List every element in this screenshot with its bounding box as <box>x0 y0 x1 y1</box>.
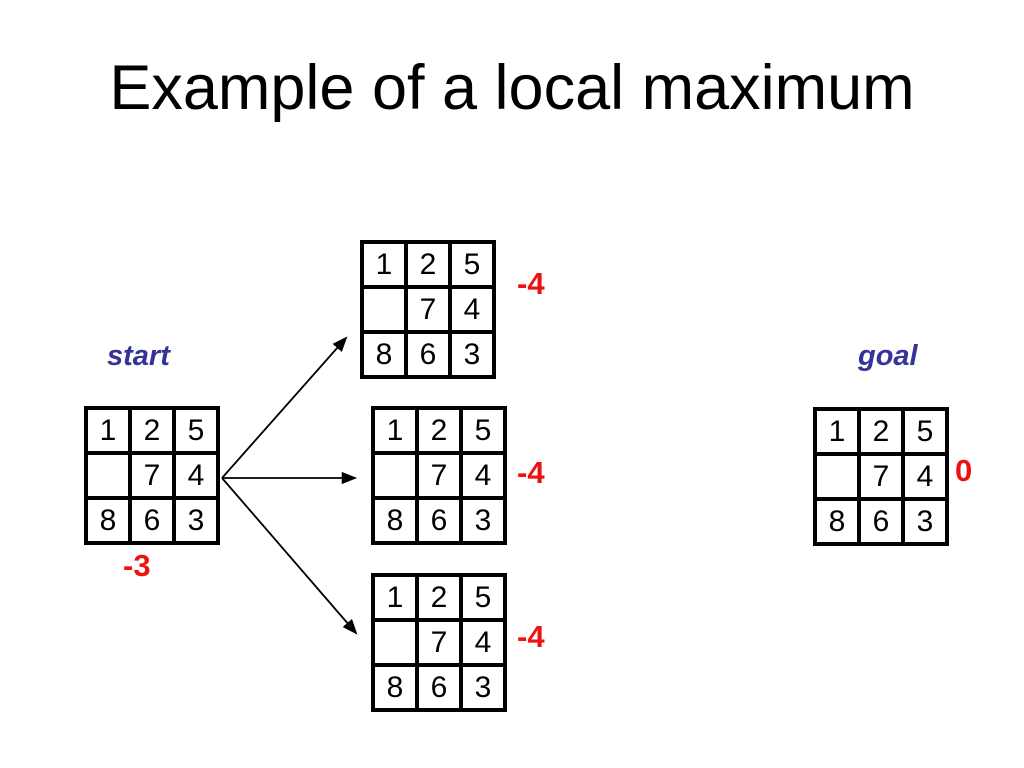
grid-cell: 4 <box>172 451 220 500</box>
arrow-to-top-successor <box>221 336 348 479</box>
goal-label: goal <box>858 340 918 372</box>
grid-cell: 3 <box>448 330 496 379</box>
grid-cell: 1 <box>371 406 419 455</box>
grid-cell <box>813 452 861 501</box>
grid-cell: 7 <box>857 452 905 501</box>
grid-cell: 5 <box>459 406 507 455</box>
grid-cell: 8 <box>84 496 132 545</box>
grid-cell: 1 <box>813 407 861 456</box>
grid-cell: 5 <box>172 406 220 455</box>
grid-cell: 1 <box>371 573 419 622</box>
grid-cell: 8 <box>813 497 861 546</box>
grid-cell: 6 <box>404 330 452 379</box>
grid-cell: 1 <box>360 240 408 289</box>
grid-cell: 2 <box>857 407 905 456</box>
grid-cell <box>360 285 408 334</box>
grid-cell: 4 <box>459 451 507 500</box>
grid-cell: 6 <box>415 496 463 545</box>
goal-score: 0 <box>955 453 973 488</box>
grid-cell: 4 <box>448 285 496 334</box>
grid-cell <box>371 451 419 500</box>
start-label: start <box>107 340 170 372</box>
grid-cell: 1 <box>84 406 132 455</box>
grid-cell: 7 <box>415 618 463 667</box>
grid-cell: 6 <box>857 497 905 546</box>
grid-cell: 6 <box>128 496 176 545</box>
grid-cell: 6 <box>415 663 463 712</box>
grid-cell: 7 <box>128 451 176 500</box>
successor-middle-score: -4 <box>517 455 545 490</box>
grid-cell: 4 <box>459 618 507 667</box>
grid-cell: 3 <box>901 497 949 546</box>
arrow-to-bottom-successor <box>221 477 358 635</box>
start-score: -3 <box>123 548 151 583</box>
grid-cell: 5 <box>448 240 496 289</box>
grid-cell: 3 <box>172 496 220 545</box>
successor-bottom-score: -4 <box>517 619 545 654</box>
grid-cell: 8 <box>360 330 408 379</box>
successor-top-score: -4 <box>517 266 545 301</box>
grid-cell: 2 <box>128 406 176 455</box>
grid-cell: 8 <box>371 663 419 712</box>
grid-cell: 7 <box>415 451 463 500</box>
grid-cell <box>371 618 419 667</box>
grid-cell: 4 <box>901 452 949 501</box>
grid-cell: 8 <box>371 496 419 545</box>
grid-cell <box>84 451 132 500</box>
grid-cell: 7 <box>404 285 452 334</box>
grid-cell: 2 <box>415 406 463 455</box>
grid-cell: 2 <box>415 573 463 622</box>
grid-cell: 5 <box>459 573 507 622</box>
slide-title: Example of a local maximum <box>109 53 915 123</box>
grid-cell: 3 <box>459 663 507 712</box>
grid-cell: 3 <box>459 496 507 545</box>
grid-cell: 5 <box>901 407 949 456</box>
grid-cell: 2 <box>404 240 452 289</box>
